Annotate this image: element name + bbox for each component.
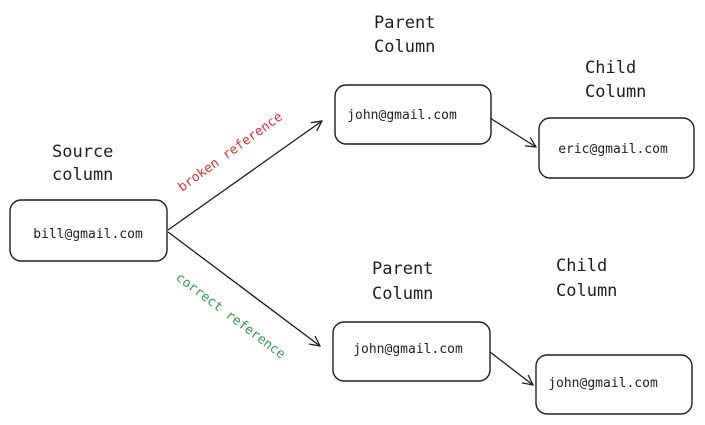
bottom-child-value: john@gmail.com bbox=[548, 376, 658, 391]
bottom-child-heading-line1: Child bbox=[556, 256, 607, 276]
top-child-heading-line2: Column bbox=[585, 82, 646, 102]
top-parent-value: john@gmail.com bbox=[347, 108, 457, 123]
arrow-top-parent-to-child bbox=[489, 117, 536, 147]
correct-reference-label: correct reference bbox=[173, 270, 288, 362]
top-parent-heading-line1: Parent bbox=[374, 13, 435, 33]
top-child-value: eric@gmail.com bbox=[558, 142, 668, 157]
bottom-child-box bbox=[535, 354, 693, 415]
source-heading-line1: Source bbox=[52, 142, 113, 162]
bottom-parent-heading-line2: Column bbox=[372, 284, 433, 304]
source-value: bill@gmail.com bbox=[33, 227, 143, 242]
top-parent-heading-line2: Column bbox=[374, 37, 435, 57]
bottom-parent-box bbox=[332, 321, 491, 382]
source-box bbox=[9, 199, 168, 262]
top-child-box bbox=[538, 117, 695, 179]
broken-reference-label: broken reference bbox=[176, 109, 286, 195]
arrow-bottom-parent-to-child bbox=[489, 351, 533, 385]
bottom-child-heading-line2: Column bbox=[556, 281, 617, 301]
bottom-parent-value: john@gmail.com bbox=[353, 342, 463, 357]
bottom-parent-heading-line1: Parent bbox=[372, 259, 433, 279]
top-parent-box bbox=[334, 84, 492, 145]
arrow-source-to-top-parent bbox=[167, 121, 322, 231]
top-child-heading-line1: Child bbox=[585, 58, 636, 78]
source-heading-line2: column bbox=[52, 165, 113, 185]
arrow-source-to-bottom-parent bbox=[167, 231, 320, 346]
